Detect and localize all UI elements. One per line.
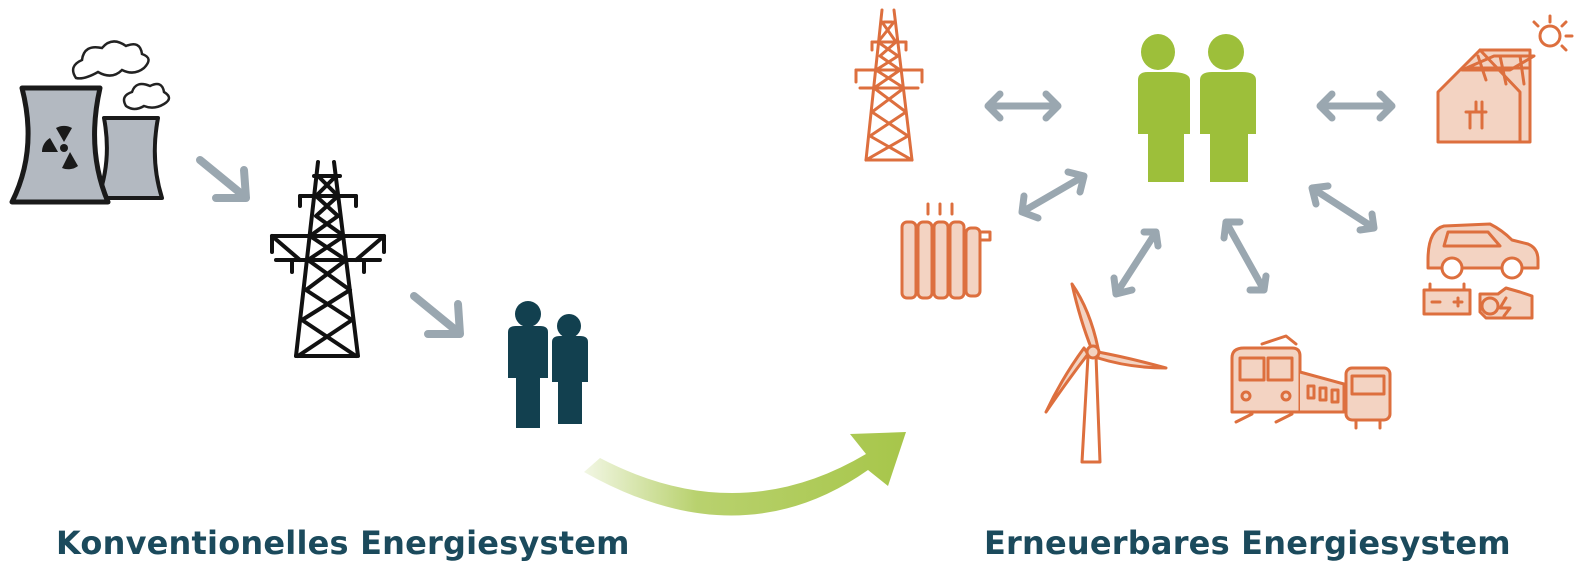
renewable-system-caption: Erneuerbares Energiesystem [984, 524, 1511, 562]
radiator-icon [900, 202, 992, 300]
wind-turbine-icon [1044, 282, 1168, 464]
conventional-system-caption: Konventionelles Energiesystem [56, 524, 630, 562]
prosumers-icon [1138, 34, 1256, 182]
flow-arrow-icon [196, 156, 250, 202]
nuclear-power-plant-icon [9, 40, 171, 205]
car-battery-icon [1422, 222, 1540, 320]
power-pylon-icon [270, 160, 386, 358]
consumers-icon [508, 301, 588, 428]
bidirectional-arrow-icon [1220, 218, 1270, 294]
bidirectional-arrow-icon [1308, 182, 1378, 234]
transition-arrow-icon [584, 432, 906, 516]
solar-house-icon [1436, 14, 1574, 144]
train-bus-icon [1230, 334, 1392, 430]
bidirectional-arrow-icon [984, 90, 1062, 122]
bidirectional-arrow-icon [1018, 168, 1088, 222]
bidirectional-arrow-icon [1110, 228, 1162, 298]
bidirectional-arrow-icon [1316, 90, 1396, 122]
flow-arrow-icon [410, 292, 464, 338]
power-pylon-icon [854, 8, 924, 162]
